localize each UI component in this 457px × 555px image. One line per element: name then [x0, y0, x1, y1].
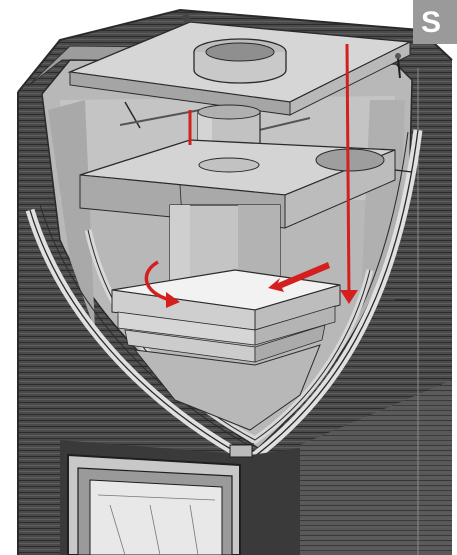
- top-deflector-plate: [67, 14, 413, 116]
- red-arrow-icon: [144, 43, 358, 308]
- section-badge: S: [413, 0, 457, 44]
- hearth-slab: [111, 269, 341, 363]
- lower-chamber: [133, 344, 321, 431]
- right-bolts: [394, 53, 413, 301]
- baffle-block: [79, 139, 396, 229]
- stove-door: [60, 440, 300, 555]
